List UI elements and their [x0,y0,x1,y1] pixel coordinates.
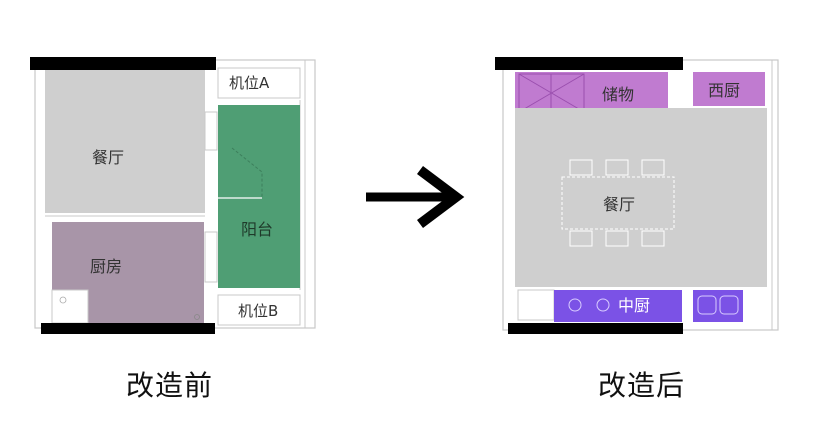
before-window-upper [204,111,218,151]
before-wall-top [30,57,216,70]
after-kitchen-fixture [517,289,555,321]
after-dining-label: 餐厅 [603,195,635,214]
before-kitchen-fixture [51,289,89,324]
before-door-swing [231,147,263,198]
after-west-kitchen-room [693,72,765,106]
slot-b-label: 机位B [238,302,278,320]
after-west-kitchen-label: 西厨 [708,81,740,100]
after-storage-room [515,72,668,114]
slot-a-label: 机位A [229,74,270,92]
before-balcony-label: 阳台 [241,220,273,239]
after-appliance-block [693,290,743,322]
before-balcony-room [218,105,300,288]
plan-before: 机位A 餐厅 厨房 阳台 机位B [30,57,316,334]
before-kitchen-label: 厨房 [90,257,122,276]
after-dining-room [515,108,767,287]
stove-icon [568,298,610,312]
after-middle-kitchen-room [554,290,682,322]
arrow-right-icon [366,166,465,228]
before-window-lower [204,231,218,283]
before-dining-room [45,70,205,213]
after-wall-bottom [508,323,683,334]
before-sink-icon [59,296,67,304]
before-wall-bottom [41,323,215,334]
slot-b-box [217,294,301,326]
after-storage-label: 储物 [602,85,634,104]
after-middle-kitchen-label: 中厨 [618,296,650,315]
caption-after: 改造后 [598,369,686,402]
dining-table-icon [561,159,675,247]
after-wall-top [495,57,683,70]
caption-before: 改造前 [126,369,214,402]
slot-a-box [217,67,301,99]
plan-after: 储物 西厨 餐厅 中厨 [495,57,779,334]
before-drain-icon [194,314,200,320]
appliance-icon [697,295,739,315]
before-dining-label: 餐厅 [92,148,124,167]
